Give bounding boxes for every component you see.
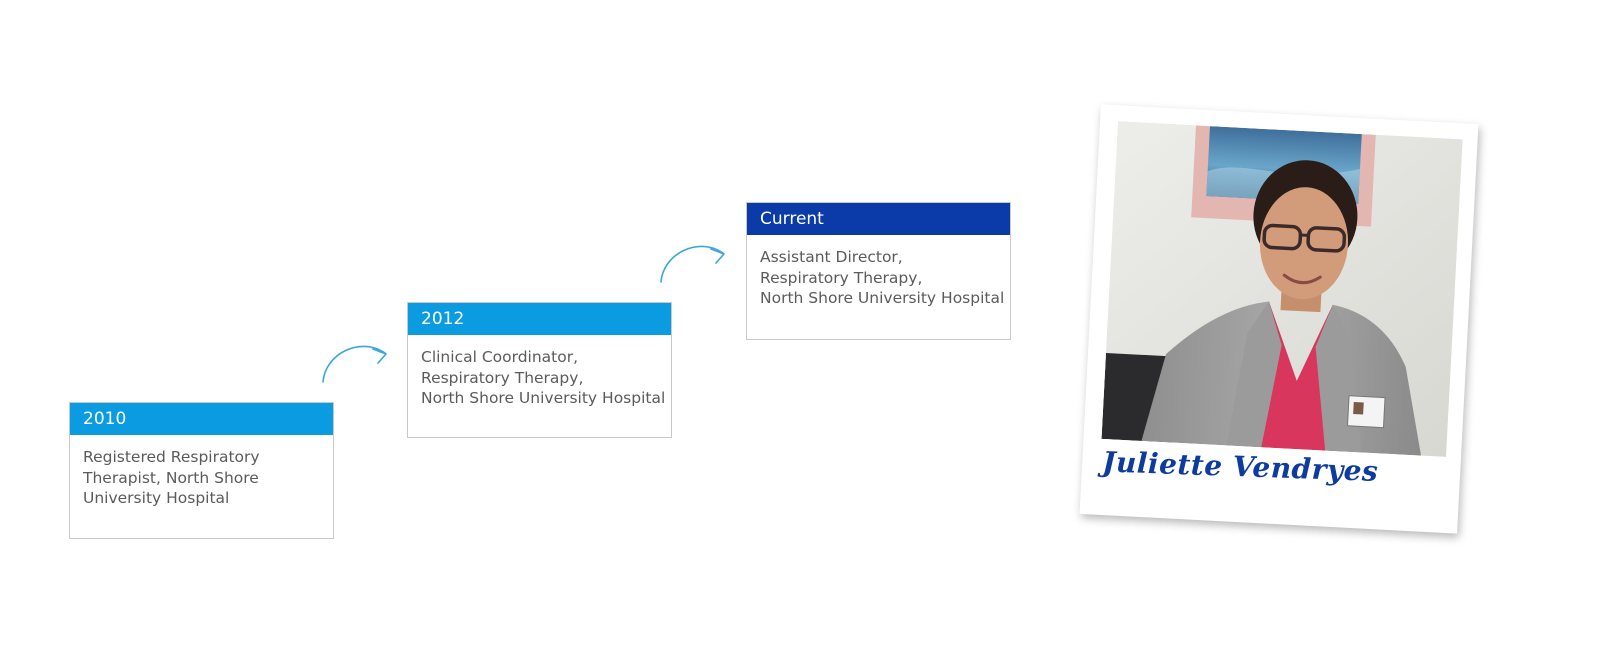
polaroid-frame: Juliette Vendryes: [1079, 104, 1479, 534]
signature-name: Juliette Vendryes: [1101, 445, 1379, 488]
timeline-year-label: Current: [747, 203, 1010, 235]
timeline-role-line: Clinical Coordinator,: [421, 348, 579, 366]
timeline-year-label: 2012: [408, 303, 671, 335]
portrait-illustration: [1101, 121, 1463, 457]
timeline-role-text: Registered Respiratory Therapist, North …: [70, 435, 333, 509]
curved-arrow-right-icon: [660, 245, 725, 283]
timeline-card-2012: 2012 Clinical Coordinator, Respiratory T…: [407, 302, 672, 438]
timeline-role-line: Respiratory Therapy,: [421, 368, 584, 387]
portrait-photo: [1101, 121, 1463, 457]
timeline-card-2010: 2010 Registered Respiratory Therapist, N…: [69, 402, 334, 539]
timeline-role-line: North Shore University Hospital: [760, 289, 1005, 307]
timeline-role-line: Respiratory Therapy,: [760, 268, 923, 287]
timeline-role-line: North Shore University Hospital: [421, 389, 666, 407]
timeline-role-line: Therapist, North Shore: [83, 468, 259, 487]
timeline-role-text: Assistant Director, Respiratory Therapy,…: [747, 235, 1010, 309]
curved-arrow-right-icon: [322, 345, 387, 383]
timeline-year-label: 2010: [70, 403, 333, 435]
timeline-role-line: Registered Respiratory: [83, 448, 260, 466]
timeline-card-current: Current Assistant Director, Respiratory …: [746, 202, 1011, 340]
timeline-role-line: Assistant Director,: [760, 248, 903, 266]
timeline-role-line: University Hospital: [83, 489, 230, 507]
timeline-role-text: Clinical Coordinator, Respiratory Therap…: [408, 335, 671, 409]
